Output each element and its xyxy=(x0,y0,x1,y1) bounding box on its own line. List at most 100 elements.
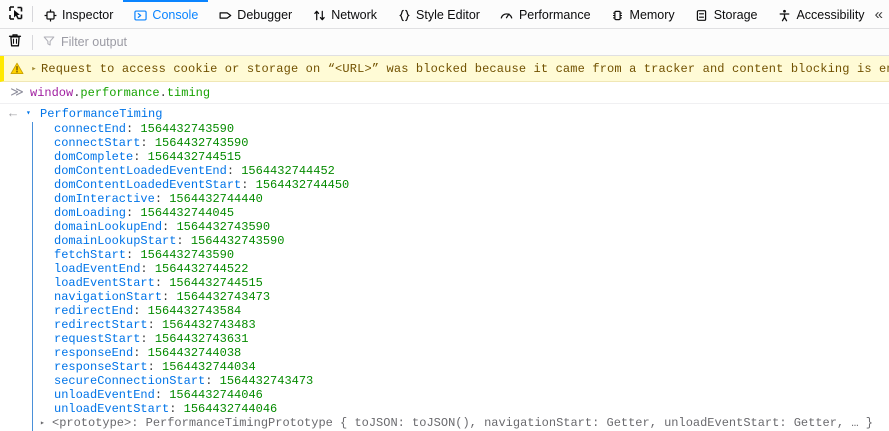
property-value: 1564432743590 xyxy=(154,136,249,150)
result-object-name: PerformanceTiming xyxy=(40,107,163,121)
filter-input-wrapper[interactable] xyxy=(37,35,889,50)
result-property-list: connectEnd: 1564432743590 connectStart: … xyxy=(32,122,889,431)
property-key: domContentLoadedEventEnd xyxy=(54,164,227,178)
property-separator: : xyxy=(133,346,148,360)
property-key: requestStart xyxy=(54,332,141,346)
property-row[interactable]: responseEnd: 1564432744038 xyxy=(33,346,889,360)
prototype-expand-twisty-icon[interactable]: ▸ xyxy=(40,419,45,428)
style-editor-icon xyxy=(397,8,411,22)
property-key: unloadEventStart xyxy=(54,402,170,416)
property-separator: : xyxy=(154,388,170,402)
property-row[interactable]: domInteractive: 1564432744440 xyxy=(33,192,889,206)
tab-style-editor[interactable]: Style Editor xyxy=(387,0,490,28)
prototype-text: <prototype>: PerformanceTimingPrototype … xyxy=(52,416,873,430)
property-separator: : xyxy=(126,122,141,136)
tab-network-label: Network xyxy=(331,8,378,22)
token-performance: performance xyxy=(80,85,160,100)
property-row[interactable]: redirectStart: 1564432743483 xyxy=(33,318,889,332)
property-separator: : xyxy=(140,262,155,276)
property-value: 1564432744450 xyxy=(255,178,350,192)
property-value: 1564432743473 xyxy=(176,290,271,304)
tab-console-label: Console xyxy=(152,8,199,22)
property-row[interactable]: loadEventStart: 1564432744515 xyxy=(33,276,889,290)
property-value: 1564432744515 xyxy=(169,276,263,290)
property-row[interactable]: requestStart: 1564432743631 xyxy=(33,332,889,346)
property-separator: : xyxy=(226,164,242,178)
property-row[interactable]: domComplete: 1564432744515 xyxy=(33,150,889,164)
property-separator: : xyxy=(126,206,141,220)
property-row[interactable]: unloadEventStart: 1564432744046 xyxy=(33,402,889,416)
property-row[interactable]: domContentLoadedEventStart: 156443274445… xyxy=(33,178,889,192)
element-picker-button[interactable] xyxy=(0,0,32,28)
result-object: ▾ PerformanceTiming connectEnd: 15644327… xyxy=(26,106,889,431)
tab-console[interactable]: Console xyxy=(123,0,209,28)
tab-style-editor-label: Style Editor xyxy=(416,8,480,22)
prototype-row[interactable]: ▸ <prototype>: PerformanceTimingPrototyp… xyxy=(33,416,889,431)
property-value: 1564432743584 xyxy=(147,304,242,318)
trash-icon xyxy=(8,33,22,51)
property-row[interactable]: responseStart: 1564432744034 xyxy=(33,360,889,374)
property-separator: : xyxy=(126,248,141,262)
property-row[interactable]: domLoading: 1564432744045 xyxy=(33,206,889,220)
filter-output-input[interactable] xyxy=(61,35,361,49)
tab-network[interactable]: Network xyxy=(302,0,387,28)
property-value: 1564432743631 xyxy=(154,332,249,346)
chevron-double-left-icon[interactable]: « xyxy=(874,5,883,23)
property-key: loadEventStart xyxy=(54,276,155,290)
tab-debugger[interactable]: Debugger xyxy=(208,0,302,28)
property-row[interactable]: loadEventEnd: 1564432744522 xyxy=(33,262,889,276)
property-row[interactable]: connectStart: 1564432743590 xyxy=(33,136,889,150)
warning-triangle-icon xyxy=(7,62,27,75)
property-row[interactable]: navigationStart: 1564432743473 xyxy=(33,290,889,304)
property-separator: : xyxy=(147,360,163,374)
tab-accessibility-label: Accessibility xyxy=(796,8,865,22)
property-separator: : xyxy=(169,402,184,416)
property-value: 1564432744046 xyxy=(183,402,278,416)
token-timing: timing xyxy=(166,85,211,100)
property-row[interactable]: domainLookupStart: 1564432743590 xyxy=(33,234,889,248)
property-value: 1564432744522 xyxy=(154,262,249,276)
tab-inspector[interactable]: Inspector xyxy=(33,0,123,28)
property-key: domContentLoadedEventStart xyxy=(54,178,242,192)
warning-message-text: Request to access cookie or storage on “… xyxy=(41,61,889,76)
tab-storage-label: Storage xyxy=(713,8,758,22)
tab-storage[interactable]: Storage xyxy=(685,0,768,28)
expand-twisty-icon[interactable]: ▾ xyxy=(26,109,31,118)
property-separator: : xyxy=(140,136,155,150)
property-separator: : xyxy=(241,178,256,192)
input-prompt-icon: ≫ xyxy=(10,84,24,100)
console-input-echo[interactable]: ≫ window.performance.timing xyxy=(0,82,889,104)
filter-funnel-icon xyxy=(43,35,55,50)
console-filter-toolbar xyxy=(0,29,889,56)
property-row[interactable]: unloadEventEnd: 1564432744046 xyxy=(33,388,889,402)
property-row[interactable]: domContentLoadedEventEnd: 1564432744452 xyxy=(33,164,889,178)
tab-memory[interactable]: Memory xyxy=(601,0,685,28)
property-key: fetchStart xyxy=(54,248,127,262)
property-row[interactable]: fetchStart: 1564432743590 xyxy=(33,248,889,262)
property-key: responseEnd xyxy=(54,346,134,360)
result-object-header[interactable]: ▾ PerformanceTiming xyxy=(26,106,889,122)
warning-expand-arrow[interactable]: ▸ xyxy=(31,63,37,74)
property-row[interactable]: redirectEnd: 1564432743584 xyxy=(33,304,889,318)
console-warning-message[interactable]: ▸ Request to access cookie or storage on… xyxy=(0,56,889,82)
performance-icon xyxy=(500,8,514,22)
property-value: 1564432744045 xyxy=(140,206,235,220)
tab-accessibility[interactable]: Accessibility xyxy=(767,0,872,28)
tab-performance[interactable]: Performance xyxy=(490,0,601,28)
console-output: ▸ Request to access cookie or storage on… xyxy=(0,56,889,431)
property-row[interactable]: connectEnd: 1564432743590 xyxy=(33,122,889,136)
clear-console-button[interactable] xyxy=(0,33,30,51)
devtools-toolbar: Inspector Console Debugger xyxy=(0,0,889,29)
property-row[interactable]: domainLookupEnd: 1564432743590 xyxy=(33,220,889,234)
property-value: 1564432743590 xyxy=(190,234,285,248)
console-icon xyxy=(133,8,147,22)
property-value: 1564432744440 xyxy=(169,192,263,206)
property-separator: : xyxy=(162,290,177,304)
property-key: domainLookupStart xyxy=(54,234,177,248)
property-key: connectStart xyxy=(54,136,141,150)
property-separator: : xyxy=(140,332,155,346)
property-separator: : xyxy=(133,150,148,164)
property-row[interactable]: secureConnectionStart: 1564432743473 xyxy=(33,374,889,388)
property-value: 1564432744034 xyxy=(162,360,256,374)
property-value: 1564432743473 xyxy=(219,374,314,388)
